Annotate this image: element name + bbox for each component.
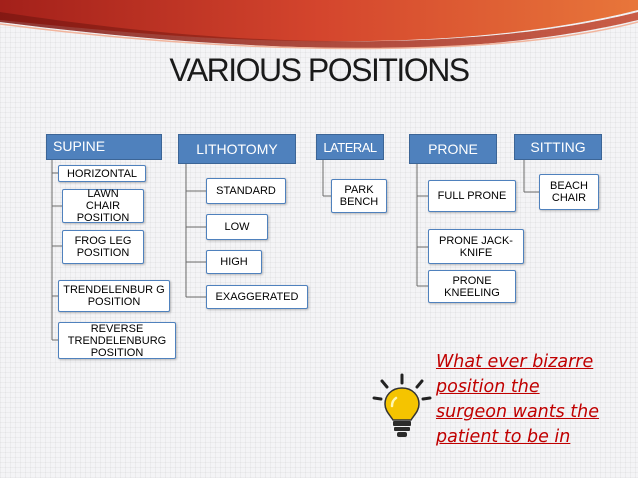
list-item-frog-leg: FROG LEG POSITION: [62, 230, 144, 264]
list-item-high: HIGH: [206, 250, 262, 274]
list-item-reverse-trendelenburg: REVERSE TRENDELENBURG POSITION: [58, 322, 176, 359]
lightbulb-icon: [372, 373, 432, 437]
column-header-prone: PRONE: [409, 134, 497, 164]
list-item-standard: STANDARD: [206, 178, 286, 204]
list-item-prone-kneeling: PRONE KNEELING: [428, 270, 516, 303]
note-line-4: patient to be in: [436, 427, 571, 447]
column-header-sitting: SITTING: [514, 134, 602, 160]
list-item-horizontal: HORIZONTAL: [58, 165, 146, 182]
list-item-exaggerated: EXAGGERATED: [206, 285, 308, 309]
surgeon-note: What ever bizarre position the surgeon w…: [436, 350, 636, 450]
list-item-trendelenburg: TRENDELENBUR G POSITION: [58, 280, 170, 312]
column-header-lateral: LATERAL: [316, 134, 384, 160]
list-item-park-bench: PARK BENCH: [331, 179, 387, 213]
list-item-beach-chair: BEACH CHAIR: [539, 174, 599, 210]
header-banner: [0, 0, 638, 50]
list-item-lawn-chair: LAWN CHAIR POSITION: [62, 188, 144, 224]
page-title: VARIOUS POSITIONS: [169, 52, 470, 88]
list-item-full-prone: FULL PRONE: [428, 180, 516, 212]
note-line-1: What ever bizarre: [436, 352, 594, 372]
note-line-3: surgeon wants the: [436, 402, 600, 422]
list-item-low: LOW: [206, 214, 268, 240]
column-header-supine: SUPINE: [46, 134, 162, 160]
column-header-lithotomy: LITHOTOMY: [178, 134, 296, 164]
note-line-2: position the: [436, 377, 540, 397]
list-item-prone-jack-knife: PRONE JACK-KNIFE: [428, 229, 524, 264]
